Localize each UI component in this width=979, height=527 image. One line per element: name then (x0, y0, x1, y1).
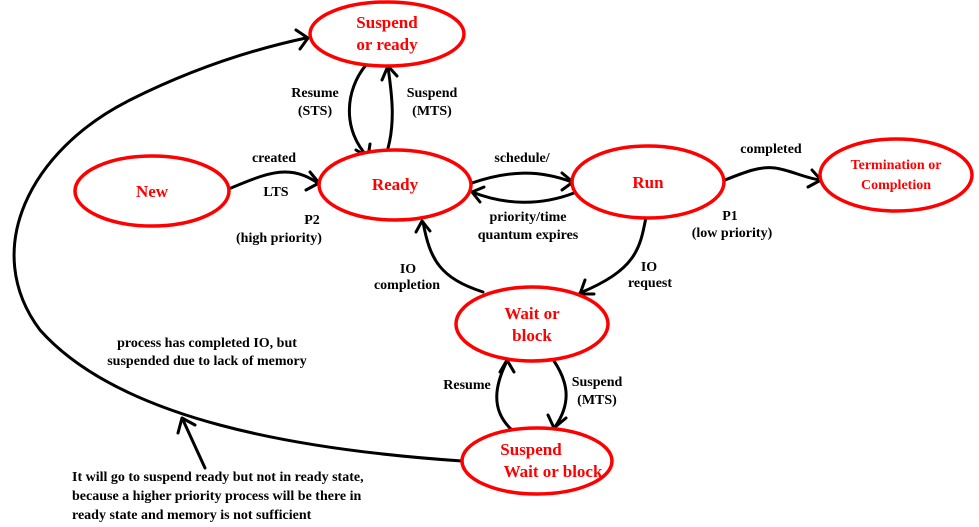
state-wait-block-line1: Wait or (504, 304, 560, 323)
label-io-completion-2: completion (374, 278, 440, 293)
arrowhead-preempt (470, 185, 486, 204)
state-suspend-ready-line1: Suspend (356, 13, 418, 32)
state-wait-block: Wait or block (454, 285, 610, 363)
note-bottom-line3: ready state and memory is not sufficient (72, 508, 312, 523)
label-io-completion-1: IO (400, 262, 416, 277)
state-ready: Ready (317, 148, 473, 222)
arrowhead-io-completion (414, 219, 432, 234)
note-bottom-line1: It will go to suspend ready but not in r… (72, 470, 364, 485)
label-io-request-2: request (628, 276, 672, 291)
label-suspend-mts-bottom-1: Suspend (572, 375, 623, 390)
edge-suspend-mts-top (384, 65, 394, 157)
state-suspend-wait-line1: Suspend (500, 440, 562, 459)
label-preempt-2: quantum expires (478, 228, 579, 243)
edge-created (229, 170, 320, 190)
state-termination-line1: Termination or (851, 158, 942, 173)
arrowhead-suspend-ready (294, 28, 310, 51)
arrowhead-note-pointer (176, 416, 197, 435)
state-termination-line2: Completion (861, 178, 931, 193)
edge-suspend-wait-to-suspend-ready (12, 36, 464, 463)
label-io-request-1: IO (641, 260, 657, 275)
edge-io-completion (421, 220, 485, 294)
edge-completed (723, 166, 822, 182)
state-ready-label: Ready (372, 175, 419, 194)
edge-note-pointer (181, 418, 207, 470)
state-new-label: New (136, 182, 169, 201)
edge-suspend-mts-bottom (552, 359, 568, 429)
state-termination: Termination or Completion (818, 137, 974, 213)
label-resume-sts-1: Resume (291, 86, 338, 101)
label-p2: P2 (304, 213, 320, 228)
label-suspend-mts-top-2: (MTS) (412, 104, 452, 119)
note-bottom-line2: because a higher priority process will b… (72, 489, 362, 504)
state-suspend-wait: Suspend Wait or block (460, 426, 614, 496)
state-suspend-wait-line2: Wait or block (504, 462, 603, 481)
label-created: created (252, 151, 296, 166)
note-io-line2: suspended due to lack of memory (107, 354, 307, 369)
edge-schedule (470, 171, 574, 185)
label-schedule: schedule/ (494, 151, 550, 166)
state-run-label: Run (632, 173, 664, 192)
label-completed: completed (740, 142, 802, 157)
state-new: New (73, 154, 231, 228)
label-p1: P1 (722, 209, 738, 224)
state-suspend-ready: Suspend or ready (308, 0, 466, 68)
label-resume-sts-2: (STS) (298, 104, 333, 119)
state-suspend-ready-line2: or ready (356, 35, 418, 54)
label-lts: LTS (263, 185, 288, 200)
edge-resume-sts (347, 63, 370, 159)
state-wait-block-line2: block (512, 326, 552, 345)
edge-io-request (578, 215, 648, 295)
arrowhead-resume-bottom (498, 358, 516, 374)
edge-preempt (470, 190, 576, 204)
label-high-priority: (high priority) (236, 231, 322, 246)
label-low-priority: (low priority) (692, 226, 773, 241)
note-io-line1: process has completed IO, but (117, 336, 297, 351)
label-suspend-mts-top-1: Suspend (407, 86, 458, 101)
state-run: Run (570, 144, 726, 220)
label-preempt-1: priority/time (490, 210, 567, 225)
label-resume-bottom: Resume (443, 378, 490, 393)
label-suspend-mts-bottom-2: (MTS) (577, 393, 617, 408)
